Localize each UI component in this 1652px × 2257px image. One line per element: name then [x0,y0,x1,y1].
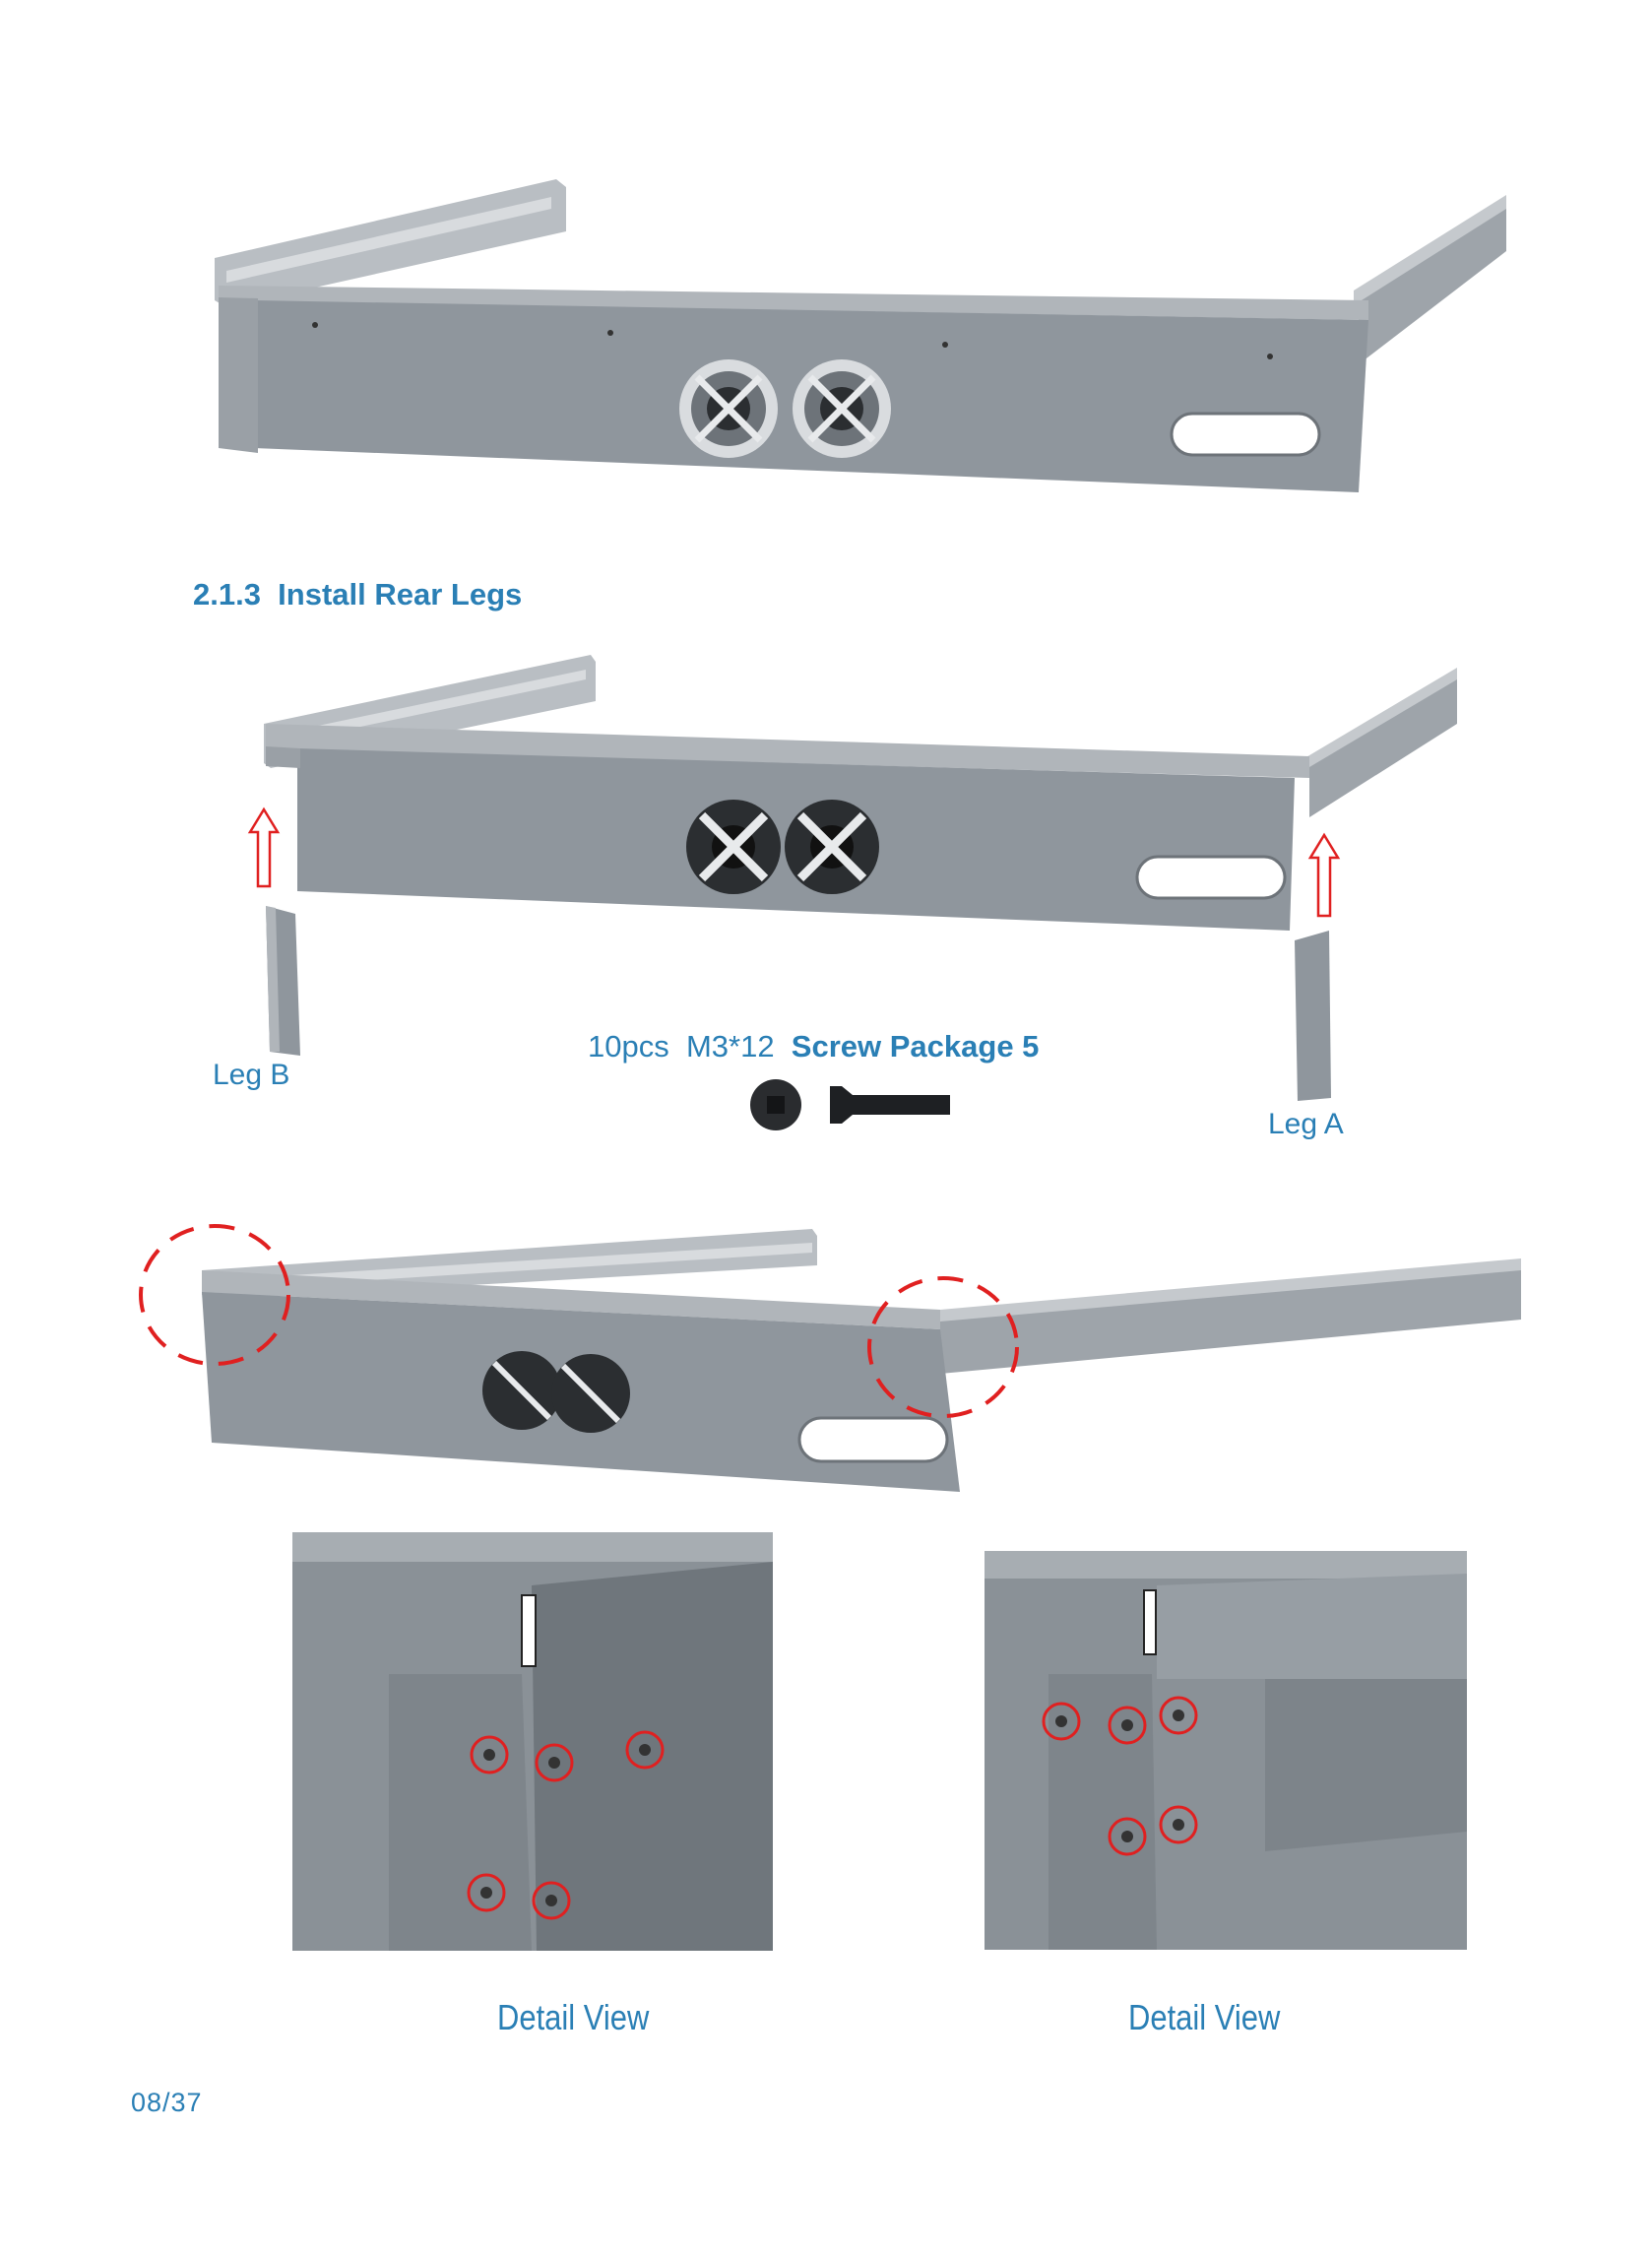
leg-a-label: Leg A [1268,1108,1344,1140]
screw-side-icon [830,1086,950,1124]
screw-hole-callouts [467,1730,665,1920]
screw-hole-callouts [1042,1696,1198,1856]
fan-right-icon [793,359,891,458]
callout-right-corner [867,1276,1019,1418]
fan-left-icon [482,1351,561,1430]
callout-left-corner [139,1224,290,1366]
leg-a-part [1295,931,1331,1101]
frame-figure-assembled [139,1224,1521,1492]
screw-note: 10pcs M3*12 Screw Package 5 [588,1029,1039,1064]
detail-view-right [985,1551,1467,1950]
arrow-up-right-icon [1307,832,1341,918]
screw-package-name: Screw Package 5 [791,1029,1040,1064]
fan-left-icon [686,800,781,894]
right-side-rail [940,1265,1521,1374]
right-side-rail [1359,197,1506,364]
fan-right-icon [551,1354,630,1433]
arrow-up-left-icon [247,806,281,888]
fan-right-icon [785,800,879,894]
cable-slot [1170,412,1321,457]
frame-figure-legs [247,655,1457,1130]
fan-left-icon [679,359,778,458]
section-heading: 2.1.3 Install Rear Legs [193,577,523,612]
page-number: 08/37 [131,2088,203,2117]
detail-caption-left: Detail View [497,1997,650,2037]
frame-figure-top [215,179,1506,492]
front-panel-lip [219,286,1368,320]
leg-b-label: Leg B [213,1059,290,1091]
screw-quantity-spec: 10pcs M3*12 [588,1029,792,1064]
screw-head-icon [750,1079,801,1130]
detail-view-left [292,1532,773,1951]
detail-caption-right: Detail View [1128,1997,1281,2037]
